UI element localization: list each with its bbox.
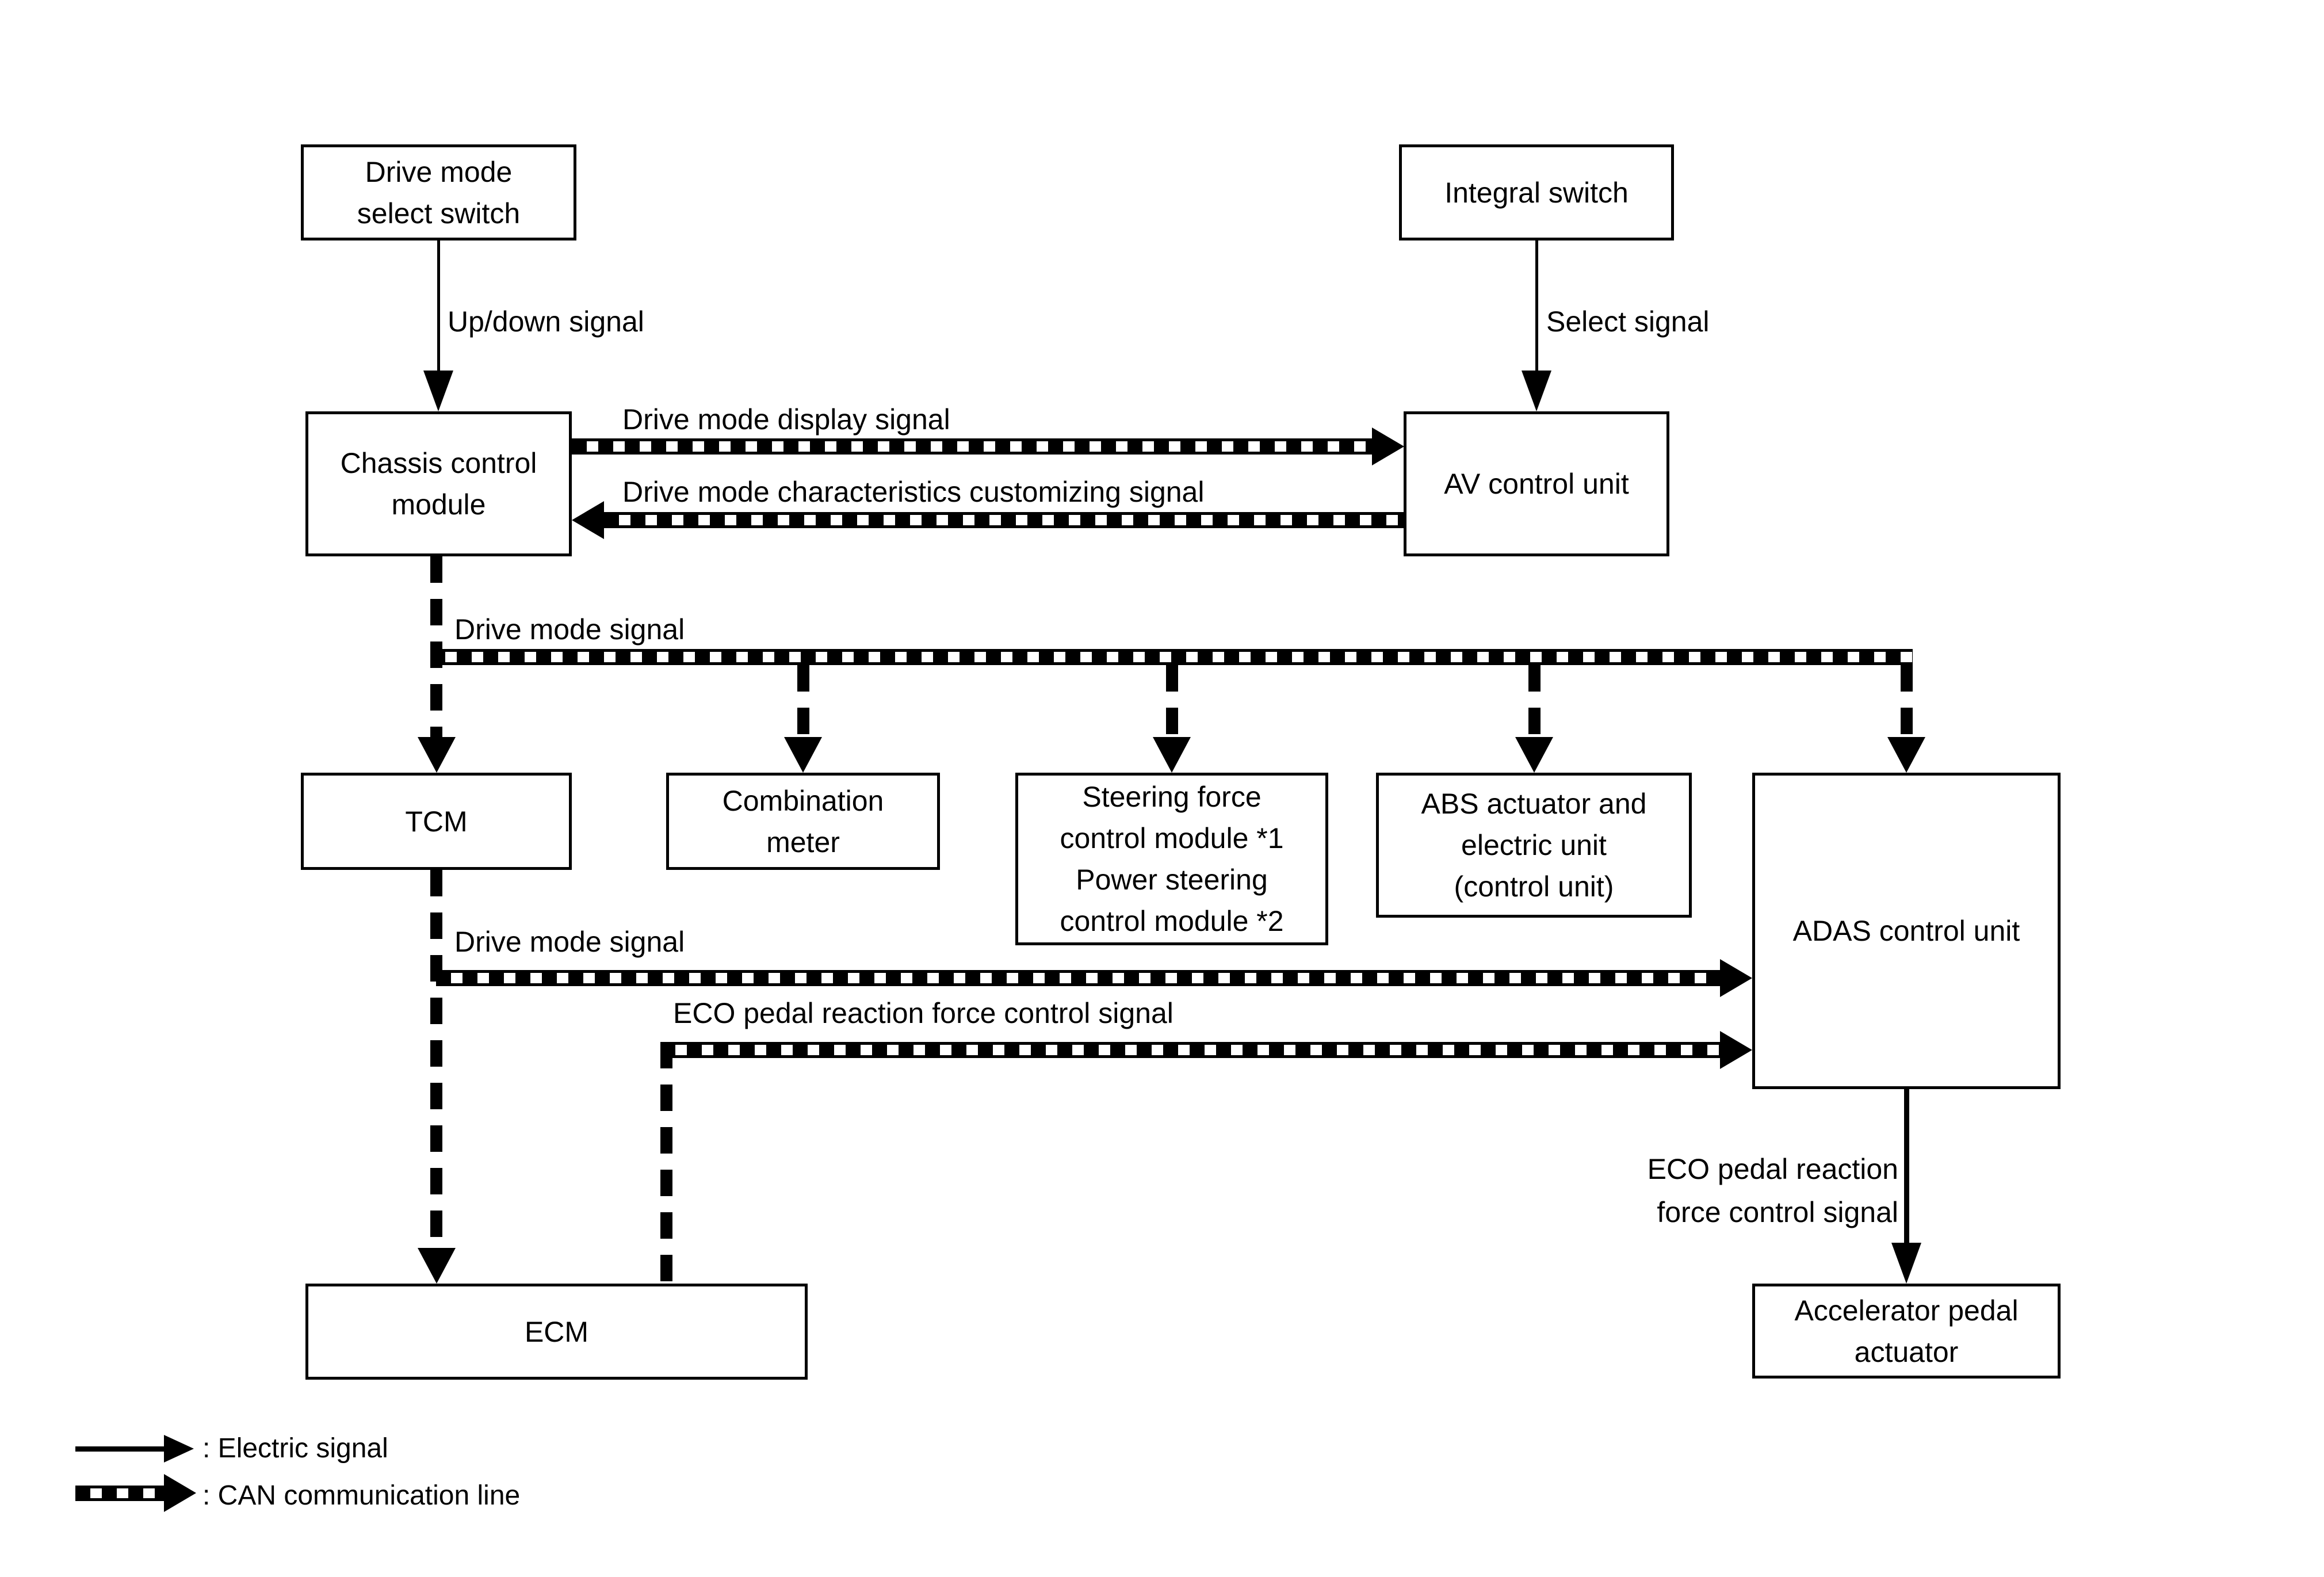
arrowhead-down-icon: [784, 737, 822, 773]
label-up-down-signal: Up/down signal: [448, 306, 644, 338]
label-eco-pedal-reaction-force-control-signal-vertical: ECO pedal reaction force control signal: [1647, 1153, 1898, 1228]
box-drive-mode-select-switch: Drive mode select switch: [301, 144, 576, 240]
box-tcm: TCM: [301, 773, 572, 870]
can-line-chassis-to-av: [572, 438, 1372, 455]
arrowhead-down-icon: [1153, 737, 1191, 773]
arrowhead-down-icon: [423, 371, 453, 411]
box-accelerator-pedal-actuator: Accelerator pedal actuator: [1752, 1284, 2061, 1379]
label-drive-mode-display-signal: Drive mode display signal: [622, 403, 950, 436]
can-line-chassis-to-tcm: [430, 556, 442, 738]
label-drive-mode-signal-bus: Drive mode signal: [454, 613, 685, 646]
arrowhead-down-icon: [1887, 737, 1925, 773]
box-chassis-control-module: Chassis control module: [305, 411, 572, 556]
can-drop-adas: [1901, 665, 1913, 738]
label-eco-pedal-reaction-force-control-signal: ECO pedal reaction force control signal: [673, 997, 1174, 1029]
arrowhead-right-icon: [164, 1474, 196, 1512]
can-drop-abs-actuator: [1528, 665, 1541, 738]
arrowhead-down-icon: [1891, 1243, 1921, 1284]
arrowhead-down-icon: [1522, 371, 1551, 411]
legend-can-line-arrow-icon: [75, 1486, 164, 1501]
electric-line-integral-switch-to-av: [1535, 240, 1538, 371]
can-line-tcm-to-ecm: [430, 870, 442, 1248]
label-drive-mode-signal-tcm: Drive mode signal: [454, 926, 685, 958]
box-abs-actuator: ABS actuator and electric unit (control …: [1376, 773, 1692, 918]
box-steering-power-module: Steering force control module *1 Power s…: [1015, 773, 1328, 945]
legend-electric-signal-label: : Electric signal: [202, 1433, 388, 1464]
can-line-ecm-riser: [660, 1042, 672, 1284]
box-combination-meter: Combination meter: [666, 773, 940, 870]
electric-line-select-switch-to-chassis: [437, 240, 440, 371]
arrowhead-right-icon: [1720, 1031, 1752, 1069]
can-line-av-to-chassis: [604, 512, 1404, 528]
can-line-tcm-to-adas: [436, 970, 1720, 986]
label-drive-mode-characteristics-customizing-signal: Drive mode characteristics customizing s…: [622, 476, 1205, 508]
arrowhead-down-icon: [418, 1248, 456, 1284]
arrowhead-right-icon: [1372, 427, 1404, 465]
legend-can-communication-line-label: : CAN communication line: [202, 1480, 521, 1511]
can-bus-drive-mode-signal: [430, 649, 1913, 665]
box-integral-switch: Integral switch: [1399, 144, 1674, 240]
legend-electric-signal-arrow-icon: [75, 1446, 164, 1452]
box-adas-control-unit: ADAS control unit: [1752, 773, 2061, 1089]
can-line-ecm-to-adas: [660, 1042, 1720, 1058]
can-drop-combination-meter: [797, 665, 809, 738]
arrowhead-down-icon: [418, 737, 456, 773]
arrowhead-down-icon: [1515, 737, 1553, 773]
electric-line-adas-to-accelerator: [1904, 1089, 1909, 1252]
arrowhead-right-icon: [1720, 959, 1752, 997]
arrowhead-right-icon: [164, 1435, 194, 1463]
box-av-control-unit: AV control unit: [1404, 411, 1669, 556]
box-ecm: ECM: [305, 1284, 808, 1380]
label-select-signal: Select signal: [1546, 306, 1710, 338]
arrowhead-left-icon: [572, 501, 604, 539]
can-drop-steering-module: [1166, 665, 1178, 738]
